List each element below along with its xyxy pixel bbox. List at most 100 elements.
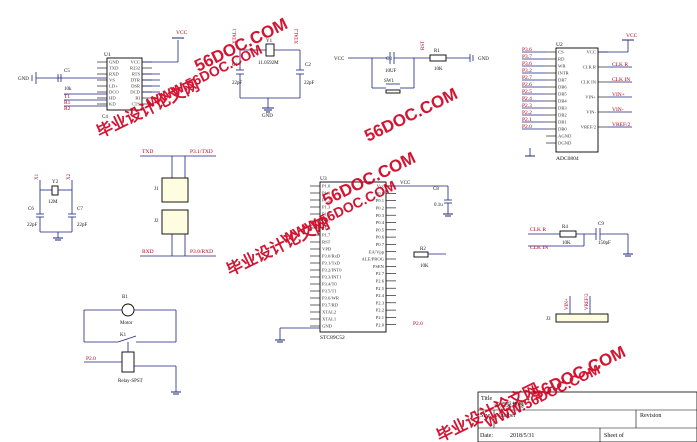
max232-net-3: R2 [64, 106, 71, 112]
reset-block: VCC GND C3 10UF R1 10K SW1 RST [334, 41, 489, 94]
pin-cs: CS [558, 50, 564, 55]
pin-p2-5: P2.5 [376, 286, 385, 291]
motor-body [121, 303, 135, 317]
net-txd: TXD [142, 149, 153, 155]
tb-number-label: Number [496, 413, 516, 419]
pin-p3-5-t1: P3.5/T1 [322, 289, 337, 294]
y1-ref: Y1 [266, 39, 273, 44]
mcu-r2-val: 10K [420, 264, 429, 269]
pin-dco: DCO [109, 90, 119, 95]
adc0804-ref: U2 [556, 42, 563, 48]
pin-p3-3-int1: P3.3/INT1 [322, 275, 342, 280]
net-label: P2.5 [522, 89, 532, 95]
pin-rd: RD [558, 57, 565, 62]
max232-net-2: R1 [64, 100, 71, 106]
max232-cref: C4 [102, 115, 108, 120]
pin-db0: DB0 [558, 127, 567, 132]
pin-p1-4: P1.4 [322, 212, 331, 217]
net-p31: P3.1/TXD [190, 149, 213, 155]
tb-sheet-label: Sheet of [604, 432, 624, 439]
reset-sw-ref: SW1 [384, 79, 395, 84]
pin-p0-7: P0.7 [376, 242, 385, 247]
clk-c9-ref: C9 [598, 222, 604, 227]
pin-p3-1-txd: P3.1/TxD [322, 261, 341, 266]
net-label: P2.0 [522, 124, 532, 130]
pin-p2-4: P2.4 [376, 293, 385, 298]
clk-rc-block: CLK R CLK IN R4 10K C9 150pF [528, 222, 633, 257]
net-label: P3.6 [522, 47, 532, 53]
net-label: P2.2 [522, 110, 532, 116]
net-label: VIN- [612, 107, 624, 113]
reset-c3-val: 10UF [385, 69, 397, 74]
c6-val: 22pF [27, 223, 38, 228]
pin-xtal2: XTAL2 [322, 310, 337, 315]
c7-val: 22pF [77, 223, 88, 228]
mcu-ref: U3 [320, 176, 327, 182]
mcu-cap-val: 0.1u [434, 203, 443, 208]
pin-p1-2: P1.2 [322, 198, 331, 203]
reset-vcc-label: VCC [334, 57, 345, 62]
y2-net-x2: X2 [67, 173, 72, 180]
pin-ea-vpp: EA/Vpp [369, 249, 385, 254]
c7-ref: C7 [77, 207, 83, 212]
adc-vcc-label: VCC [626, 33, 638, 39]
pin-r232: R232 [130, 66, 141, 71]
mcu-r2-body [413, 251, 429, 258]
pin-vin-: VIN- [586, 110, 596, 115]
net-label: P3.7 [522, 54, 532, 60]
pin-ale-prog: ALE/PROG [362, 257, 385, 262]
pin-ld-: LD+ [109, 84, 118, 89]
c2-ref: C2 [305, 63, 311, 68]
mcu-right-pins: VccP0.0P0.1P0.2P0.3P0.4P0.5P0.6P0.7EA/Vp… [362, 184, 396, 327]
pin-db1: DB1 [558, 120, 567, 125]
mcu-left-pins: P1.0P1.1P1.2P1.3P1.4P1.5P1.6P1.7RSTVPDP3… [310, 184, 342, 329]
pin-kd: KD [109, 102, 116, 107]
c6-ref: C6 [28, 207, 34, 212]
pin-p1-0: P1.0 [322, 184, 331, 189]
pin-xtal1: XTAL1 [322, 317, 337, 322]
tb-title-label: Title [481, 396, 492, 402]
pin-wr: WR [558, 64, 566, 69]
net-rxd: RXD [142, 249, 154, 255]
pin-dsr: DSR [131, 84, 141, 89]
net-label: CLK R [612, 62, 628, 68]
max232-body [106, 57, 143, 111]
pin-p2-0: P2.0 [376, 322, 385, 327]
crystal-y1-block: GND Y1 11.0592M C1 22pF C2 22pF XTAL2 XT… [232, 28, 315, 119]
pin-dtr: DTR [131, 78, 141, 83]
j3-ref: J3 [546, 317, 551, 322]
pin-clk-in: CLK IN [581, 80, 597, 85]
pin-ri: RI [135, 96, 140, 101]
j3-net-vin: VIN+ [565, 298, 570, 310]
pin-p2-3: P2.3 [376, 300, 385, 305]
net-label: P2.6 [522, 82, 532, 88]
j1-ref: J1 [154, 187, 159, 192]
crystal-y2-block: Y2 12M C6 22pF C7 22pF X1 X2 [27, 173, 88, 241]
reset-gnd-label: GND [478, 57, 489, 62]
pin-vin-: VIN+ [585, 95, 596, 100]
pin-rts: RTS [132, 72, 141, 77]
net-label: P2.7 [522, 75, 532, 81]
pin-p1-5: P1.5 [322, 219, 331, 224]
net-label: P2.4 [522, 96, 532, 102]
adc0804-left-pins: CSP3.6RDP3.7WRP3.6INTRP3.2DB7P2.7DB6P2.6… [522, 47, 572, 146]
net-p30: P3.0/RXD [190, 249, 213, 255]
clk-c9-val: 150pF [598, 241, 611, 246]
reset-r1-body [429, 54, 447, 62]
watermark-4c: WWW.56DOC.COM [482, 361, 602, 431]
y2-net-x1: X1 [35, 173, 40, 180]
mcu-net-p20: P2.0 [413, 321, 423, 327]
pin-vcc: VCC [131, 60, 140, 65]
pin-p0-1: P0.1 [376, 198, 385, 203]
pin-db6: DB6 [558, 85, 567, 90]
tb-date-label: Date: [480, 433, 493, 439]
clk-net-in: CLK IN [530, 245, 548, 251]
net-label: P3.6 [522, 61, 532, 67]
j2-ref: J2 [154, 219, 159, 224]
pin-p2-7: P2.7 [376, 271, 385, 276]
pin-agnd: AGND [558, 134, 572, 139]
tb-size-label: Size [480, 413, 491, 419]
